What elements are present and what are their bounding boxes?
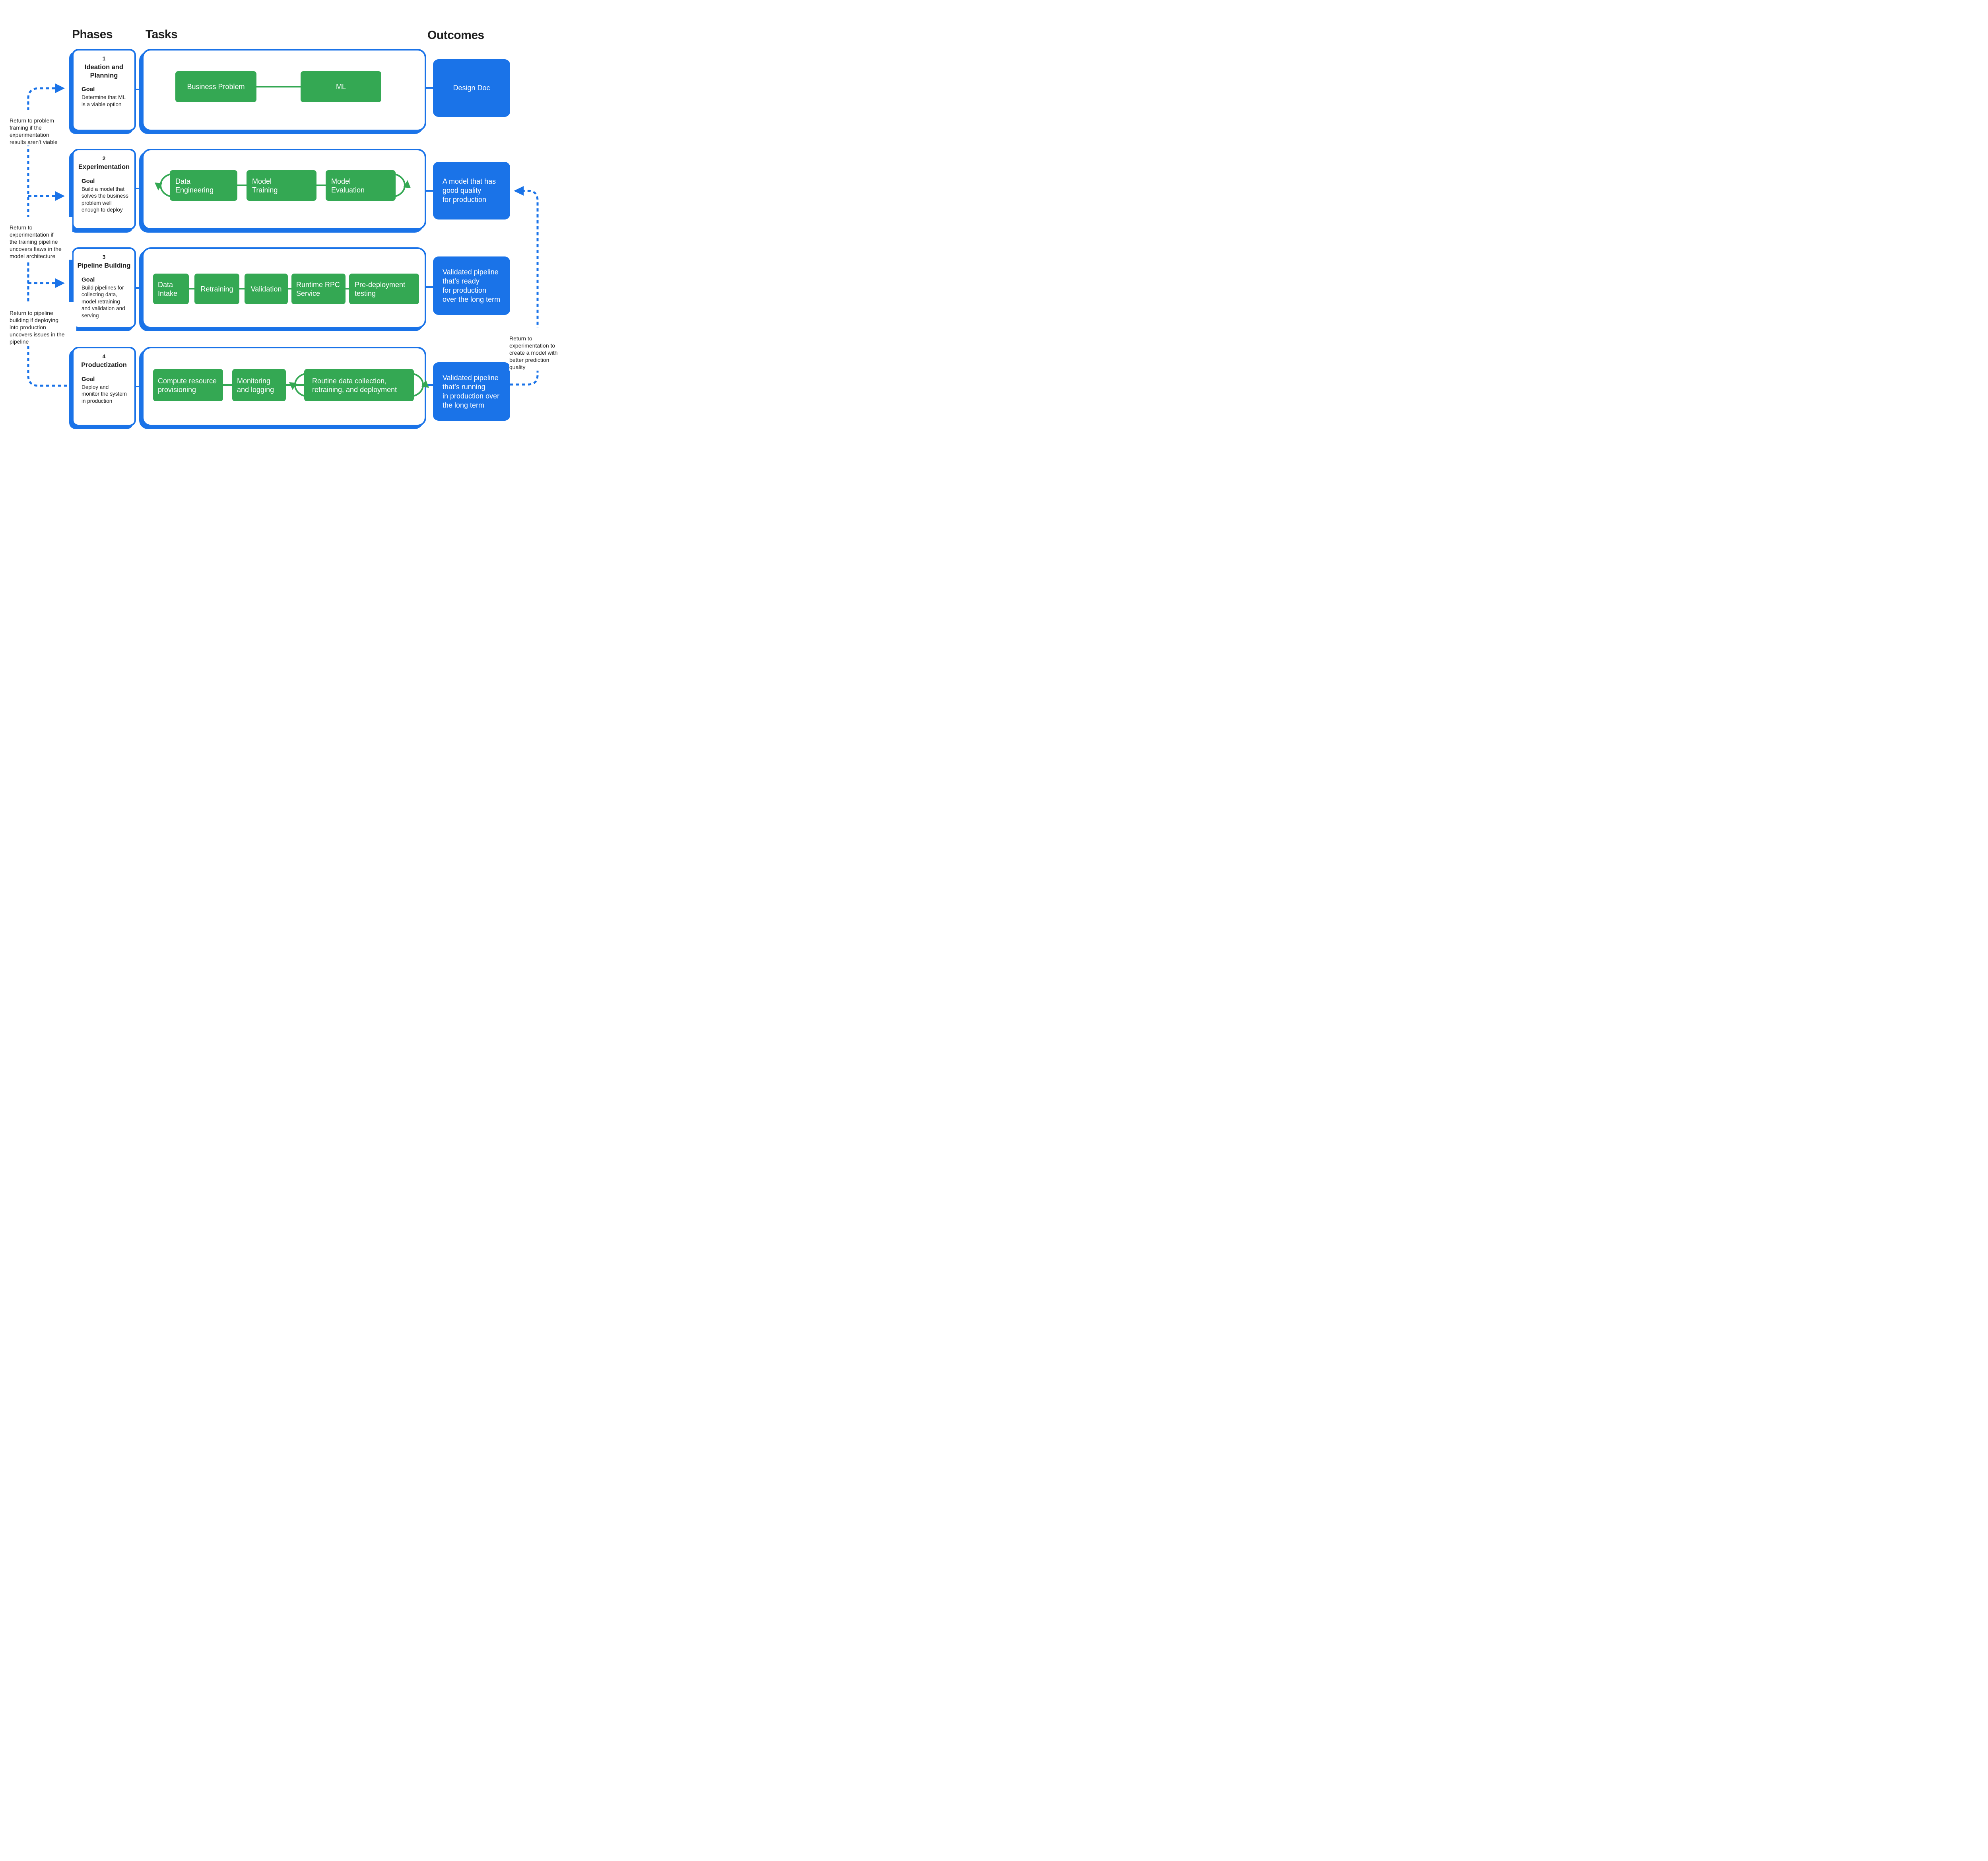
column-header-outcomes: Outcomes [427, 29, 484, 42]
task-routine-data-collection: Routine data collection, retraining, and… [304, 369, 414, 401]
column-header-tasks: Tasks [146, 28, 178, 41]
task-label: Pre-deployment testing [355, 280, 406, 297]
outcome-label: A model that has good quality for produc… [443, 177, 496, 204]
task-label: Data Engineering [175, 177, 214, 194]
phase-box-pipeline-building: 3 Pipeline Building Goal Build pipelines… [72, 247, 136, 328]
task-label: Validation [250, 285, 282, 293]
goal-text: Build a model that solves the business p… [82, 186, 128, 213]
task-model-training: Model Training [247, 170, 316, 201]
phase-number: 2 [102, 155, 106, 161]
phase-box-ideation: 1 Ideation and Planning Goal Determine t… [72, 49, 136, 131]
phase-title: Productization [81, 361, 127, 369]
task-label: Routine data collection, retraining, and… [312, 377, 397, 394]
task-compute-resource-provisioning: Compute resource provisioning [153, 369, 223, 401]
phase-box-productization: 4 Productization Goal Deploy and monitor… [72, 347, 136, 426]
outcome-label: Validated pipeline that’s ready for prod… [443, 268, 501, 303]
mlops-phases-diagram: 1 Ideation and Planning Goal Determine t… [0, 0, 564, 465]
outcome-quality-model: A model that has good quality for produc… [433, 162, 510, 220]
outcome-label: Design Doc [453, 84, 490, 92]
column-header-phases: Phases [72, 28, 113, 41]
task-ml: ML [301, 71, 381, 102]
goal-text: Deploy and monitor the system in product… [82, 384, 127, 404]
task-label: Runtime RPC Service [296, 280, 340, 297]
phase-title: Ideation and Planning [84, 64, 124, 79]
task-label: ML [336, 83, 346, 91]
task-monitoring-and-logging: Monitoring and logging [232, 369, 286, 401]
note-return-to-problem-framing: Return to problem framing if the experim… [10, 110, 68, 146]
phase-number: 3 [102, 254, 106, 260]
note-return-to-experimentation-quality: Return to experimentation to create a mo… [509, 328, 564, 371]
task-runtime-rpc-service: Runtime RPC Service [291, 274, 346, 304]
task-pre-deployment-testing: Pre-deployment testing [349, 274, 419, 304]
goal-text: Determine that ML is a viable option [82, 94, 126, 107]
outcome-design-doc: Design Doc [433, 59, 510, 117]
note-text: Return to pipeline building if deploying… [10, 310, 65, 345]
task-data-intake: Data Intake [153, 274, 189, 304]
phase-title: Pipeline Building [77, 262, 131, 269]
goal-text: Build pipelines for collecting data, mod… [82, 284, 125, 319]
phase-number: 4 [102, 353, 106, 359]
goal-label: Goal [82, 276, 95, 283]
goal-label: Goal [82, 177, 95, 185]
note-text: Return to experimentation if the trainin… [10, 224, 62, 259]
task-label: Business Problem [187, 83, 245, 91]
dotted-arrow-icon [514, 186, 524, 196]
task-label: Model Training [252, 177, 278, 194]
task-model-evaluation: Model Evaluation [326, 170, 396, 201]
task-label: Model Evaluation [331, 177, 365, 194]
phase-title: Experimentation [78, 163, 130, 171]
outcome-validated-pipeline-running: Validated pipeline that’s running in pro… [433, 362, 510, 421]
task-business-problem: Business Problem [175, 71, 256, 102]
task-label: Monitoring and logging [237, 377, 274, 394]
phase-number: 1 [102, 55, 106, 62]
dotted-arrow-icon [55, 278, 65, 288]
task-validation: Validation [245, 274, 288, 304]
outcome-label: Validated pipeline that’s running in pro… [443, 373, 500, 409]
task-label: Retraining [200, 285, 233, 293]
task-retraining: Retraining [194, 274, 239, 304]
outcome-validated-pipeline-ready: Validated pipeline that’s ready for prod… [433, 256, 510, 315]
goal-label: Goal [82, 86, 95, 93]
task-data-engineering: Data Engineering [170, 170, 237, 201]
note-return-to-experimentation: Return to experimentation if the trainin… [10, 217, 72, 260]
dotted-arrow-icon [55, 191, 65, 201]
note-text: Return to problem framing if the experim… [10, 117, 58, 145]
note-return-to-pipeline-building: Return to pipeline building if deploying… [10, 302, 76, 345]
goal-label: Goal [82, 375, 95, 383]
task-label: Compute resource provisioning [158, 377, 217, 394]
dotted-arrow-icon [55, 84, 65, 93]
note-text: Return to experimentation to create a mo… [509, 335, 558, 370]
phase-box-experimentation: 2 Experimentation Goal Build a model tha… [72, 149, 136, 230]
task-label: Data Intake [158, 280, 178, 297]
